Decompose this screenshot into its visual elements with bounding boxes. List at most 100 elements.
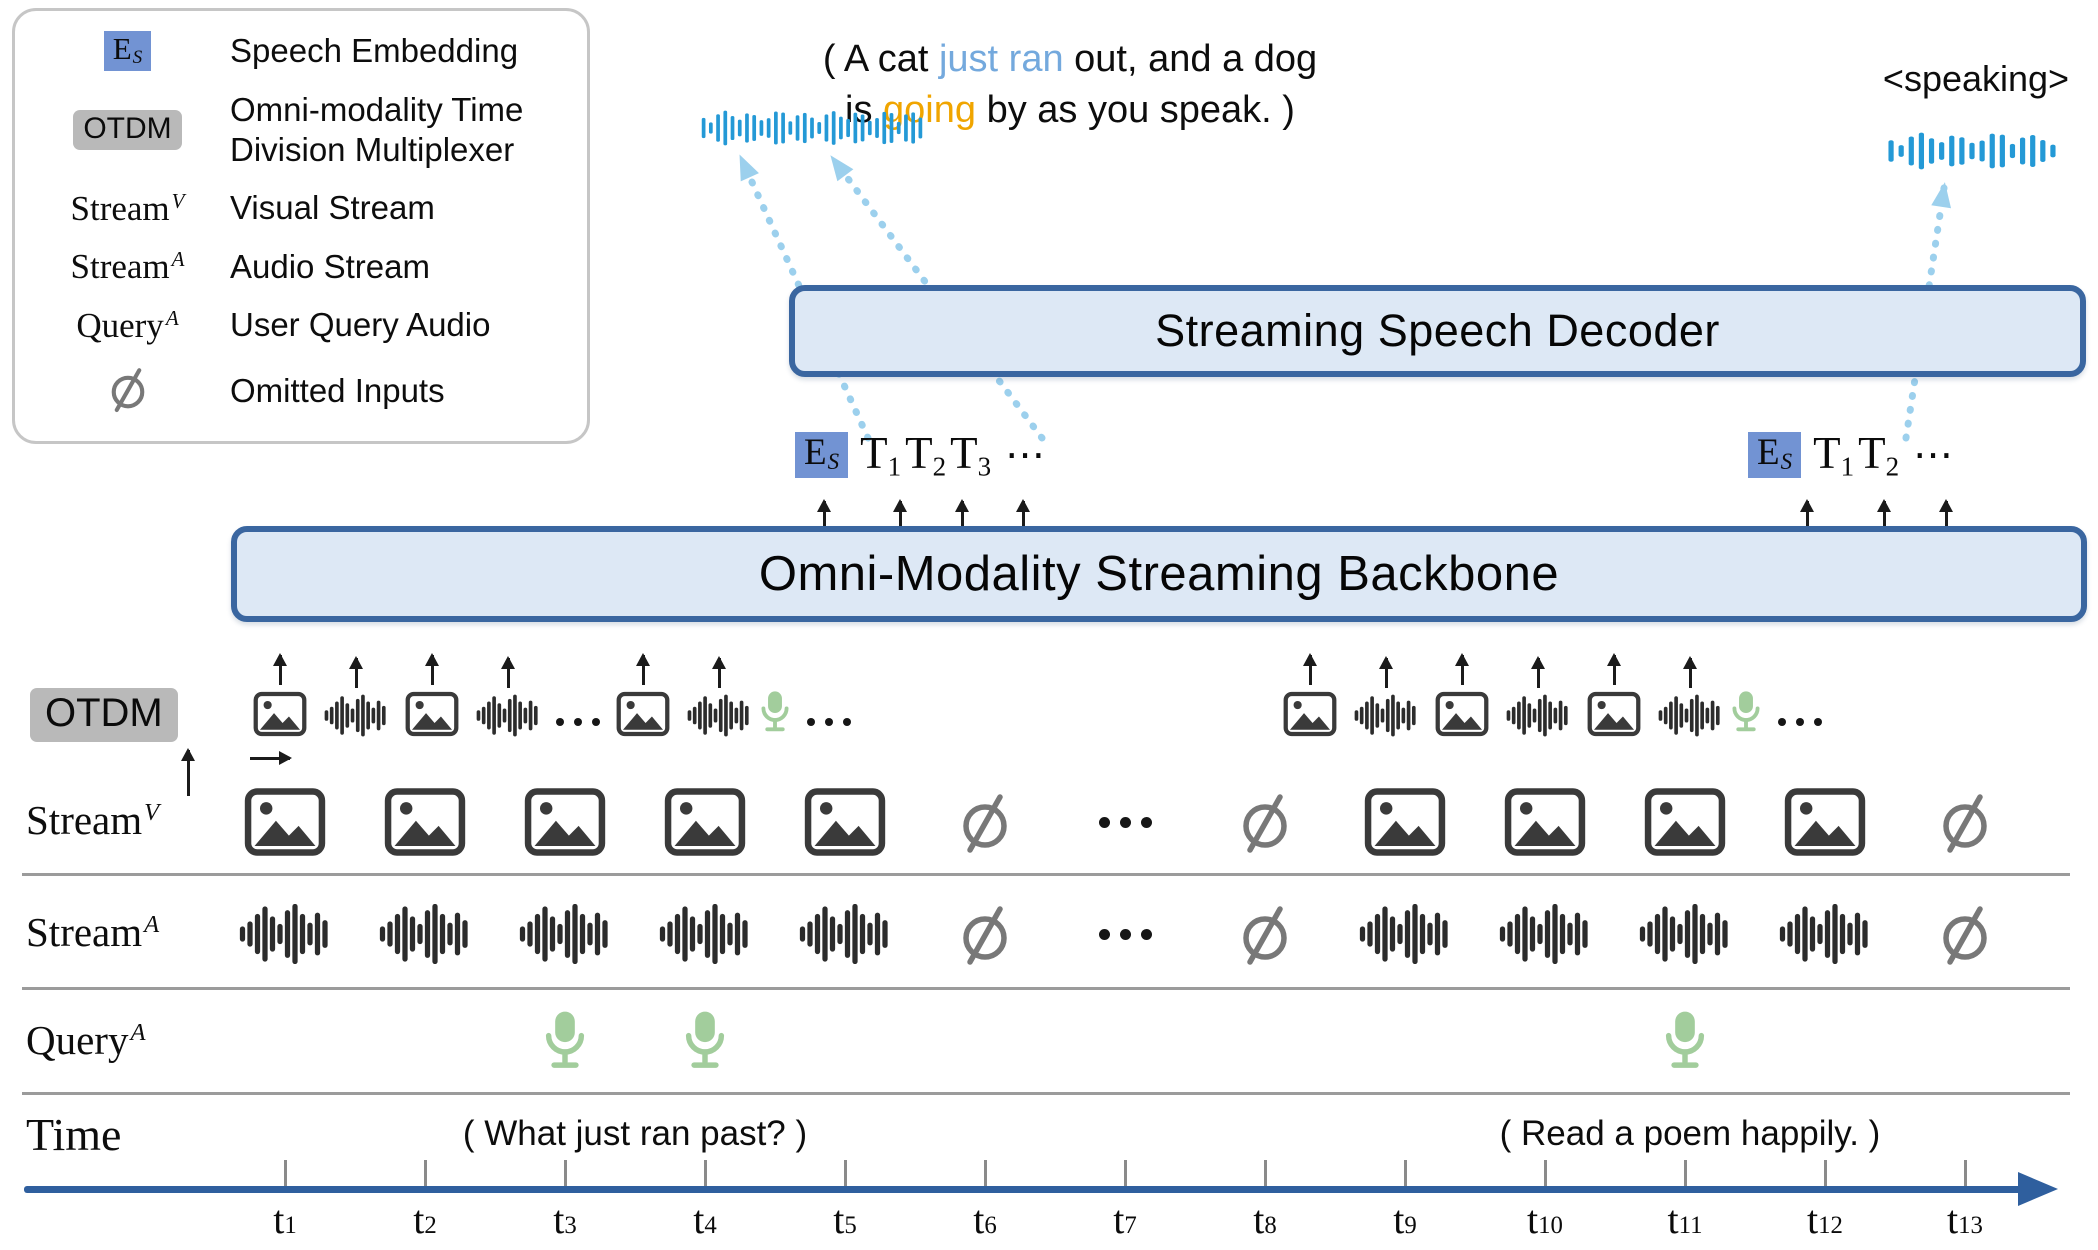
- up-arrow-icon: [711, 656, 726, 688]
- up-arrow-icon: [1016, 499, 1031, 535]
- omitted-input-icon: [956, 901, 1014, 967]
- otdm-slot: [1586, 652, 1642, 742]
- row-divider: [22, 1092, 2070, 1095]
- right-arrow-icon: [250, 751, 293, 765]
- blank-slot: [279, 1034, 291, 1046]
- output-tokens-right: ES T1 T2 ⋯: [1748, 426, 1953, 484]
- audio-waveform-icon: [374, 904, 476, 964]
- up-arrow-icon: [1799, 499, 1814, 535]
- otdm-slot: [1282, 652, 1338, 742]
- stream-v-symbol: StreamV: [70, 188, 185, 228]
- legend-row-omitted-inputs: Omitted Inputs: [25, 364, 573, 419]
- omitted-input-icon: [956, 789, 1014, 855]
- timeline-tick: [1683, 1160, 1687, 1186]
- audio-waveform-icon: [1634, 904, 1736, 964]
- text-token: T1: [860, 428, 902, 482]
- timeline-tick: [1403, 1160, 1407, 1186]
- omitted-input-icon: [107, 364, 149, 419]
- up-arrow-icon: [893, 499, 908, 535]
- speech-waveform-left: [700, 110, 924, 146]
- timeline-tick: [1963, 1160, 1967, 1186]
- legend-label: Omitted Inputs: [230, 372, 445, 410]
- microphone-icon: [1729, 688, 1763, 740]
- ellipsis-icon: [1778, 718, 1822, 726]
- otdm-multiplexed-row-left: [252, 636, 851, 742]
- up-arrow-icon: [635, 653, 650, 685]
- otdm-slot: [807, 636, 851, 742]
- up-arrow-icon: [272, 653, 287, 685]
- timeline-tick: [1263, 1160, 1267, 1186]
- video-frame-icon: [1434, 691, 1490, 742]
- legend-row-user-query-audio: QueryA User Query Audio: [25, 305, 573, 345]
- timeline-tick: [703, 1160, 707, 1186]
- up-arrow-icon: [1530, 656, 1545, 688]
- video-frame-icon: [1502, 787, 1588, 857]
- timeline-tick: [1543, 1160, 1547, 1186]
- otdm-slot: [475, 652, 541, 742]
- otdm-slot: [1353, 652, 1419, 742]
- otdm-slot: [1434, 652, 1490, 742]
- omitted-input-icon: [1936, 789, 1994, 855]
- video-frame-icon: [1782, 787, 1868, 857]
- decoded-speech-text: ( A cat just ran out, and a dog is going…: [822, 38, 1318, 131]
- up-arrow-icon: [954, 499, 969, 535]
- otdm-multiplexed-row-right: [1282, 636, 1822, 742]
- otdm-chip: OTDM: [30, 688, 178, 742]
- timeline-arrowhead: [2018, 1172, 2058, 1206]
- query-a-row-label: QueryA: [26, 1017, 146, 1063]
- ellipsis: ⋯: [1913, 432, 1954, 478]
- up-arrow-icon: [348, 656, 363, 688]
- otdm-slot: [686, 652, 752, 742]
- up-arrow-icon: [1877, 499, 1892, 535]
- timeline-ticks: [215, 1158, 2035, 1186]
- stream-a-symbol: StreamA: [70, 247, 185, 287]
- timeline-tick: [563, 1160, 567, 1186]
- stream-a-row-label: StreamA: [26, 909, 160, 955]
- legend-label: User Query Audio: [230, 306, 491, 344]
- video-frame-icon: [252, 691, 308, 742]
- up-arrow-icon: [180, 748, 195, 796]
- otdm-slot: [252, 652, 308, 742]
- up-arrow-icon: [1606, 653, 1621, 685]
- ellipsis: ⋯: [1005, 432, 1046, 478]
- streaming-speech-decoder-box: Streaming Speech Decoder: [789, 285, 2086, 377]
- row-divider: [22, 873, 2070, 876]
- blank-slot: [419, 1034, 431, 1046]
- blank-slot: [1959, 1034, 1971, 1046]
- microphone-icon: [1661, 1007, 1709, 1073]
- microphone-icon: [758, 688, 792, 740]
- blank-slot: [839, 1034, 851, 1046]
- user-query-audio-row: [215, 994, 2035, 1086]
- microphone-icon: [681, 1007, 729, 1073]
- otdm-slot: [758, 650, 792, 742]
- speech-embedding-chip: ES: [1748, 432, 1802, 478]
- audio-waveform-icon: [686, 694, 752, 742]
- video-frame-icon: [802, 787, 888, 857]
- speech-embedding-chip: ES: [103, 31, 152, 72]
- audio-waveform-icon: [1494, 904, 1596, 964]
- up-arrow-icon: [1378, 656, 1393, 688]
- up-arrow-icon: [1302, 653, 1317, 685]
- legend-box: ES Speech Embedding OTDM Omni-modality T…: [12, 8, 590, 444]
- visual-stream-row: [215, 776, 2035, 868]
- timeline-tick: [283, 1160, 287, 1186]
- video-frame-icon: [615, 691, 671, 742]
- omitted-input-icon: [1936, 901, 1994, 967]
- otdm-chip: OTDM: [73, 109, 182, 150]
- timeline-tick: [423, 1160, 427, 1186]
- otdm-slot: [404, 652, 460, 742]
- otdm-slot: [615, 652, 671, 742]
- audio-waveform-icon: [1774, 904, 1876, 964]
- audio-waveform-icon: [794, 904, 896, 964]
- omitted-symbol: [25, 364, 230, 419]
